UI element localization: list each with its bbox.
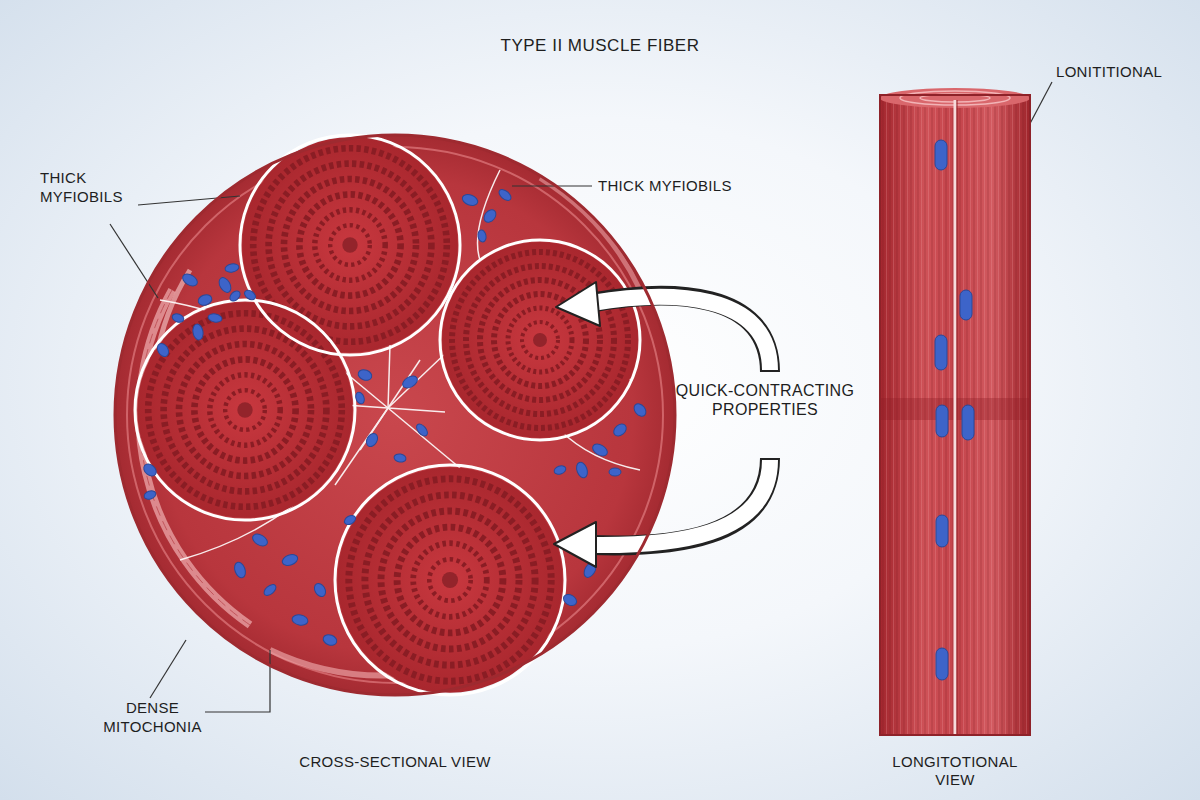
myofibril	[135, 135, 640, 695]
mitochondrion	[312, 581, 328, 598]
mitochondrion	[197, 293, 214, 307]
mitochondrion	[181, 272, 200, 289]
curved-arrow	[554, 282, 770, 567]
mitochondrion	[192, 323, 205, 340]
fiber-outline	[880, 95, 1030, 735]
fiber-cross-section	[115, 135, 675, 695]
mitochondrion	[632, 401, 649, 418]
part-label: DENSE MITOCHONIA	[95, 698, 210, 736]
mitochondrion	[141, 462, 158, 479]
curved-arrow	[590, 296, 770, 372]
myofibril	[135, 135, 640, 695]
mitochondrion	[575, 461, 590, 479]
leader-line	[138, 196, 240, 205]
myofibril	[440, 240, 640, 440]
nucleus	[935, 335, 947, 370]
mitochondrion	[357, 368, 374, 382]
mitochondrion	[343, 514, 357, 527]
curved-arrow	[556, 282, 600, 326]
mitochondrion	[401, 374, 420, 391]
membrane-lines	[388, 408, 460, 468]
mitochondrion	[251, 532, 270, 549]
property-label: QUICK-CONTRACTING PROPERTIES	[670, 381, 860, 419]
membrane-lines	[388, 408, 445, 412]
node-outline	[115, 135, 675, 785]
nucleus	[936, 405, 948, 437]
mitochondrion	[354, 391, 366, 405]
nucleus	[935, 140, 974, 680]
cross-section-view: CROSS-SECTIONAL VIEW	[115, 135, 675, 785]
curved-arrow	[592, 460, 770, 545]
longitudinal-fiber	[880, 95, 1030, 735]
mitochondrion	[497, 187, 513, 202]
mitochondrion	[461, 193, 479, 208]
nucleus	[960, 290, 972, 320]
mitochondrion	[414, 422, 429, 438]
membrane-lines	[360, 408, 388, 450]
mitochondrion	[143, 489, 157, 501]
membrane-lines	[478, 170, 501, 260]
longitudinal-fiber	[880, 95, 1030, 735]
mitochondrion	[553, 464, 567, 476]
longitudinal-fiber	[880, 88, 1030, 735]
mitochondrion	[233, 561, 248, 579]
myofibril	[442, 242, 638, 438]
mitochondrion	[591, 442, 610, 459]
longitudinal-fiber	[954, 100, 957, 735]
mitochondrion	[609, 468, 621, 476]
view-caption: LONGITOTIONAL VIEW	[880, 753, 1030, 789]
longitudinal-fiber	[957, 100, 958, 735]
mitochondrion	[281, 553, 299, 568]
mitochondrion	[561, 592, 578, 608]
mitochondrion	[482, 207, 499, 224]
mitochondrion	[393, 453, 406, 463]
mitochondrion	[611, 422, 628, 439]
leader-line	[110, 224, 158, 298]
view-caption: CROSS-SECTIONAL VIEW	[115, 753, 675, 771]
mitochondrion	[217, 276, 234, 295]
mitochondrion	[228, 289, 242, 303]
nucleus	[935, 140, 947, 170]
longitudinal-view: LONGITOTIONAL VIEW	[880, 90, 1030, 775]
nucleus	[936, 648, 948, 680]
node-outline	[880, 90, 1030, 775]
mitochondrion	[224, 263, 239, 273]
mitochondrion	[262, 582, 278, 597]
myofibril	[240, 135, 460, 355]
nucleus	[962, 405, 974, 440]
diagram-title: TYPE II MUSCLE FIBER	[0, 36, 1200, 56]
fiber-cross-section	[115, 135, 675, 695]
mitochondrion	[141, 187, 648, 647]
fiber-outline	[115, 135, 675, 695]
mitochondrion	[243, 288, 257, 301]
myofibril	[137, 302, 353, 518]
mitochondrion	[291, 614, 308, 627]
curved-arrow	[554, 522, 596, 567]
mitochondrion	[207, 313, 222, 323]
membrane-lines	[388, 360, 420, 408]
view-label: LONITITIONAL	[1056, 62, 1196, 81]
leader-line	[512, 185, 592, 186]
membrane-lines	[388, 345, 390, 408]
curved-arrow	[592, 297, 770, 370]
part-label: THICK MYFIOBILS	[40, 168, 145, 206]
leader-line	[150, 640, 186, 698]
mitochondrion	[171, 312, 185, 324]
mitochondrion	[477, 229, 487, 242]
myofibril	[135, 300, 355, 520]
myofibril	[337, 467, 562, 692]
mitochondrion	[364, 431, 380, 448]
curved-arrow	[590, 458, 770, 546]
mitochondrion	[155, 341, 171, 358]
nucleus	[936, 515, 948, 547]
mitochondrion	[322, 633, 339, 647]
part-label: THICK MYFIOBILS	[598, 176, 818, 195]
